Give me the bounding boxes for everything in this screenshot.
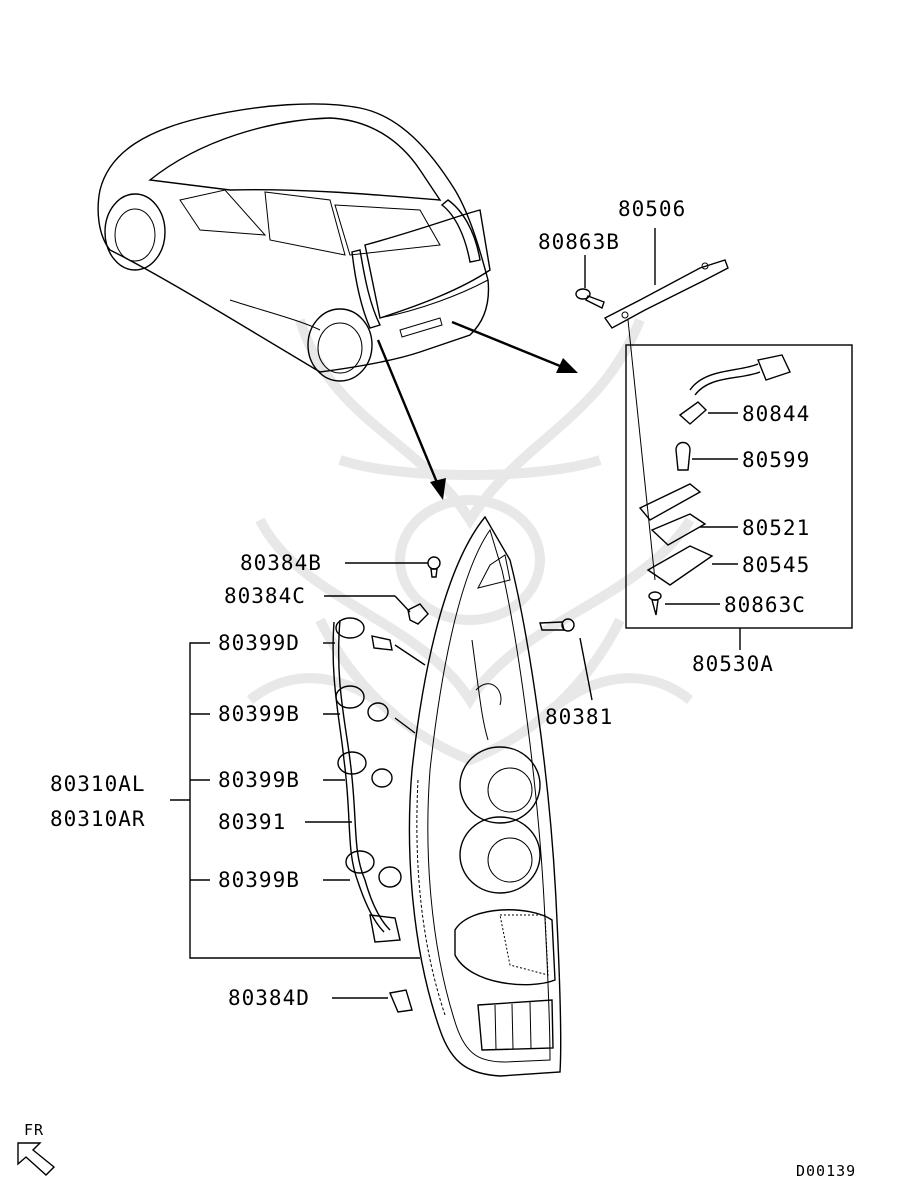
bulb-80399B-3 — [345, 850, 402, 888]
screw-80863B — [575, 255, 605, 309]
leader-lines — [170, 562, 593, 999]
label-80863B: 80863B — [538, 230, 620, 254]
label-80844: 80844 — [742, 402, 810, 426]
license-lamp-bracket — [603, 228, 729, 329]
fr-arrow-icon — [17, 1142, 56, 1176]
label-80384D: 80384D — [228, 986, 310, 1010]
lens-holder-80521 — [638, 483, 738, 546]
label-80310AR: 80310AR — [50, 807, 146, 831]
bulb-80599 — [675, 441, 738, 471]
label-80399B-3: 80399B — [218, 868, 300, 892]
bulb-80399D — [335, 617, 393, 651]
screw-80381 — [539, 618, 575, 632]
label-80399B-1: 80399B — [218, 702, 300, 726]
label-80506: 80506 — [618, 197, 686, 221]
label-80384B: 80384B — [240, 551, 322, 575]
harness-80391 — [332, 619, 401, 943]
bulb-80399B-1 — [335, 685, 389, 722]
lamp-assembly-box — [625, 344, 853, 629]
orientation-label: FR — [24, 1121, 44, 1139]
label-80381: 80381 — [545, 705, 613, 729]
lens-80545 — [646, 545, 738, 586]
clip-80384D — [389, 989, 413, 1013]
label-80399B-2: 80399B — [218, 768, 300, 792]
bulb-80399B-2 — [337, 751, 393, 788]
label-80599: 80599 — [742, 448, 810, 472]
diagram-code: D00139 — [796, 1162, 856, 1180]
label-80521: 80521 — [742, 516, 810, 540]
nut-80384C — [407, 603, 429, 625]
label-80399D: 80399D — [218, 631, 300, 655]
screw-80863C — [648, 591, 720, 616]
callout-arrows — [376, 320, 578, 500]
clip-80384B — [427, 556, 441, 578]
label-80391: 80391 — [218, 810, 286, 834]
label-80863C: 80863C — [724, 593, 806, 617]
label-80545: 80545 — [742, 553, 810, 577]
tail-lamp-housing — [408, 515, 562, 1077]
lamp-socket-80844 — [678, 354, 791, 425]
car-outline — [97, 103, 491, 382]
label-80530A: 80530A — [692, 652, 774, 676]
label-80310AL: 80310AL — [50, 772, 146, 796]
label-80384C: 80384C — [224, 584, 306, 608]
